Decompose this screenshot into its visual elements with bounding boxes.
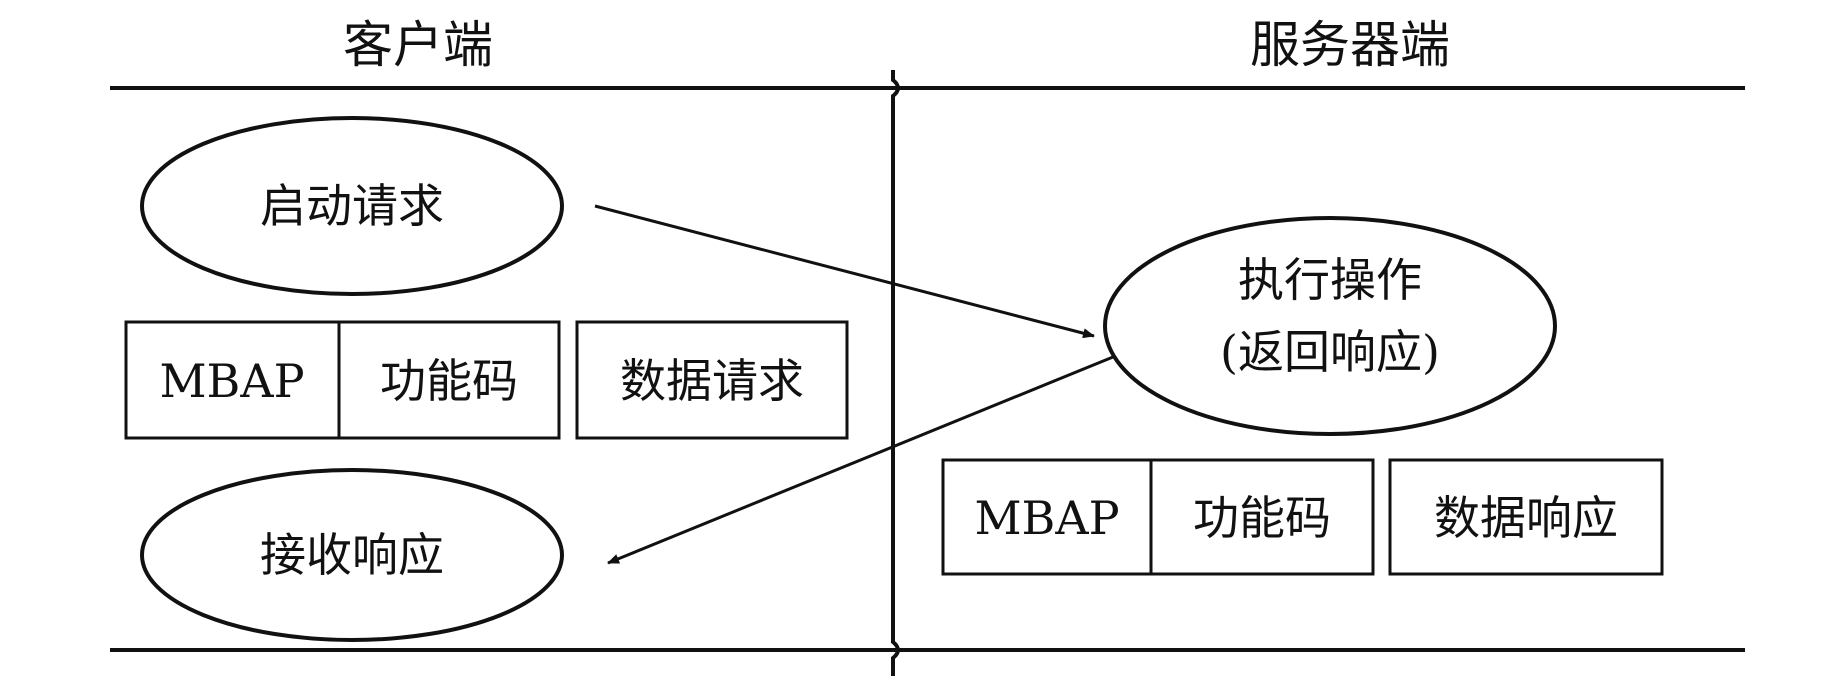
request-frame-function-code-cell (337, 320, 561, 440)
response-frame: MBAP 功能码 数据响应 (941, 458, 1664, 576)
receive-response-label: 接收响应 (260, 528, 444, 582)
execute-operation-label: 执行操作 (1238, 253, 1422, 307)
response-frame-data-response: 数据响应 (1434, 491, 1618, 545)
response-frame-function-code: 功能码 (1193, 491, 1331, 545)
request-frame-data-cell (575, 320, 849, 440)
response-frame-mbap-cell (941, 458, 1153, 576)
request-arrow (594, 204, 1095, 339)
start-request-label: 启动请求 (260, 179, 444, 233)
request-frame-data-request: 数据请求 (620, 354, 804, 408)
start-request-ellipse (140, 116, 564, 296)
request-frame: MBAP 功能码 数据请求 (124, 320, 849, 440)
receive-response-ellipse (140, 468, 564, 642)
execute-operation-ellipse (1103, 216, 1557, 436)
client-server-separator (891, 70, 900, 676)
request-frame-mbap-cell (124, 320, 341, 440)
response-frame-data-cell (1388, 458, 1664, 576)
request-frame-function-code: 功能码 (380, 354, 518, 408)
client-header: 客户端 (343, 16, 493, 74)
response-frame-mbap: MBAP (974, 491, 1119, 545)
response-arrow (607, 355, 1114, 565)
response-frame-function-code-cell (1149, 458, 1375, 576)
request-frame-mbap: MBAP (159, 354, 304, 408)
server-header: 服务器端 (1250, 16, 1450, 74)
return-response-label: (返回响应) (1220, 325, 1440, 379)
